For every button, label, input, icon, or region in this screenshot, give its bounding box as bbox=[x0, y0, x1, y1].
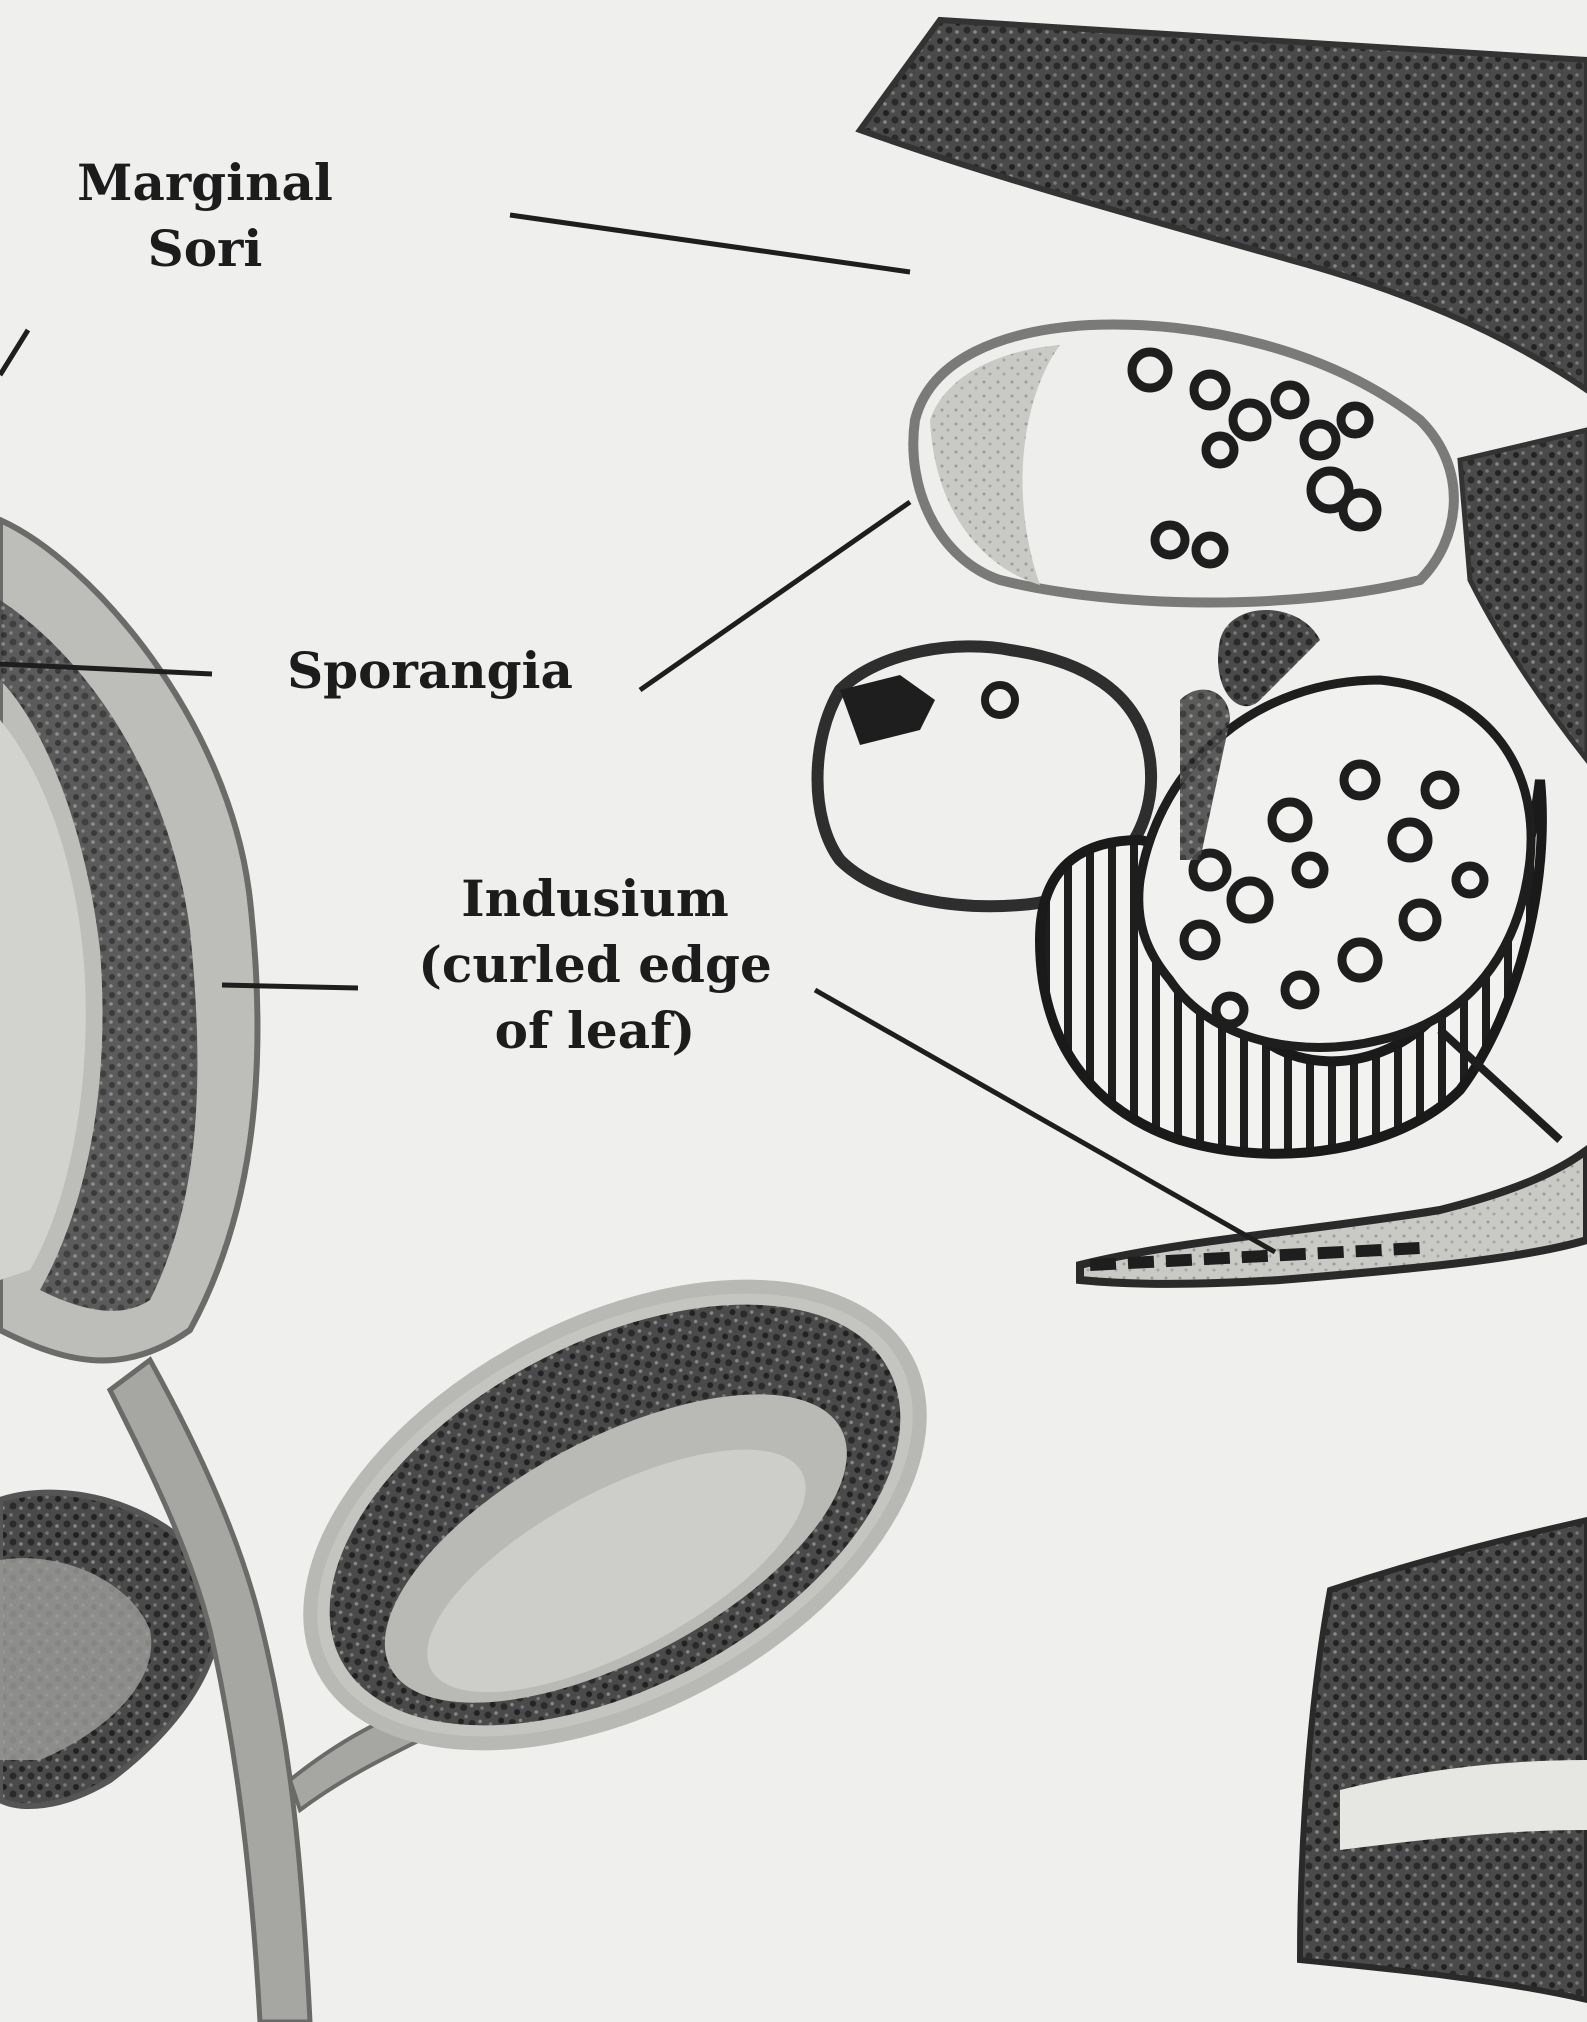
marginal-sori-leader-right bbox=[510, 215, 910, 272]
label-sporangia: Sporangia bbox=[270, 638, 590, 704]
label-marginal-sori-line1: Marginal bbox=[55, 150, 355, 216]
indusium-leader-left bbox=[222, 985, 358, 988]
marginal-sori-leader-left bbox=[0, 330, 28, 375]
label-indusium-line1: Indusium bbox=[385, 866, 805, 932]
label-marginal-sori-line2: Sori bbox=[55, 216, 355, 282]
bottom-tissue-block bbox=[1300, 1520, 1587, 2000]
label-indusium: Indusium (curled edge of leaf) bbox=[385, 866, 805, 1064]
label-sporangia-text: Sporangia bbox=[270, 638, 590, 704]
label-marginal-sori: Marginal Sori bbox=[55, 150, 355, 282]
label-indusium-line2: (curled edge bbox=[385, 932, 805, 998]
label-indusium-line3: of leaf) bbox=[385, 998, 805, 1064]
indusium-strip bbox=[1080, 1150, 1587, 1284]
cross-section bbox=[818, 20, 1587, 2000]
sporangia-leader-right bbox=[640, 502, 910, 690]
